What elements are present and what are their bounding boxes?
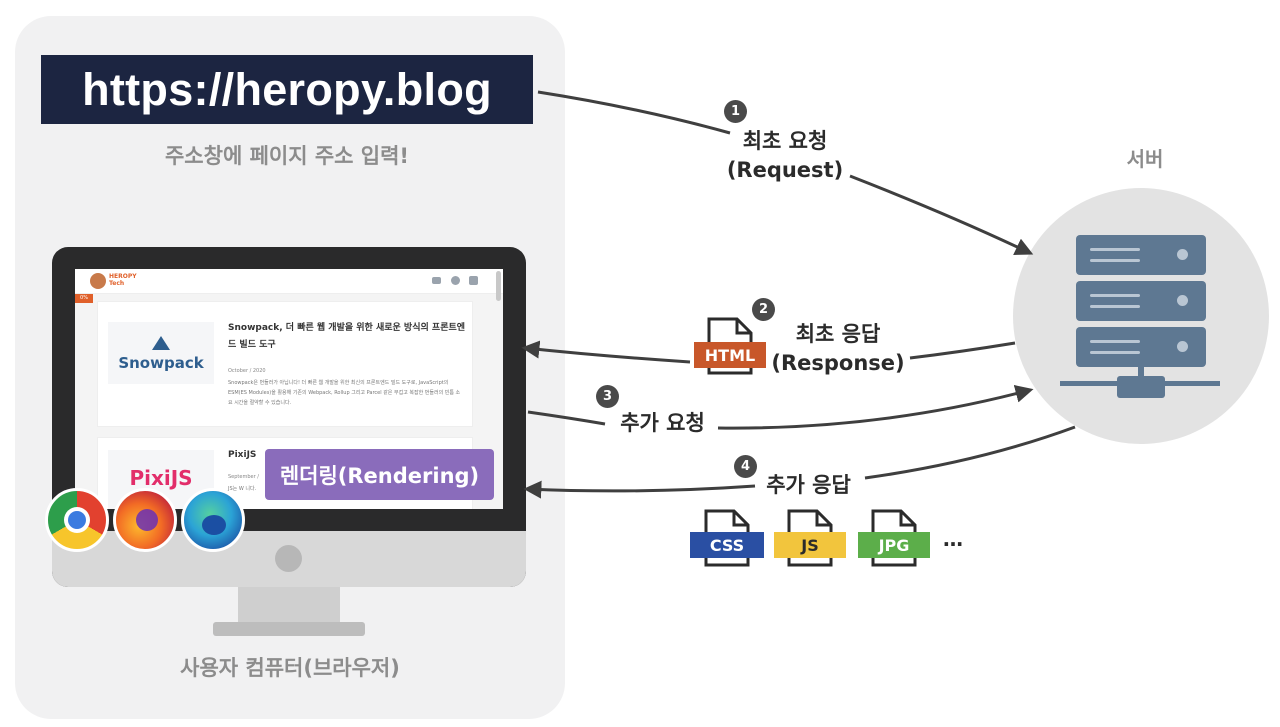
step-1-badge: 1 [724,100,747,123]
extra-request-arrow-left [528,412,605,424]
jpg-badge: JPG [858,532,930,558]
extra-request-arrow [718,390,1030,428]
response-arrow [525,348,690,362]
step-4-label: 추가 응답 [756,471,861,500]
extra-response-arrow [527,486,755,491]
html-file-icon: HTML [694,317,766,375]
css-file-icon: CSS [690,509,764,567]
request-arrow [850,176,1030,253]
jpg-file-icon: JPG [858,509,930,567]
step-3-badge: 3 [596,385,619,408]
step-2-label: 최초 응답(Response) [768,320,908,378]
css-badge: CSS [690,532,764,558]
step-1-label: 최초 요청(Request) [715,127,855,185]
js-file-icon: JS [774,509,846,567]
extra-response-arrow-right [865,427,1075,478]
html-badge: HTML [694,342,766,368]
js-badge: JS [774,532,846,558]
step-4-badge: 4 [734,455,757,478]
step-3-label: 추가 요청 [610,409,715,438]
more-files-ellipsis: … [943,527,963,551]
response-arrow-right [910,343,1015,358]
request-arrow-top [538,92,730,133]
